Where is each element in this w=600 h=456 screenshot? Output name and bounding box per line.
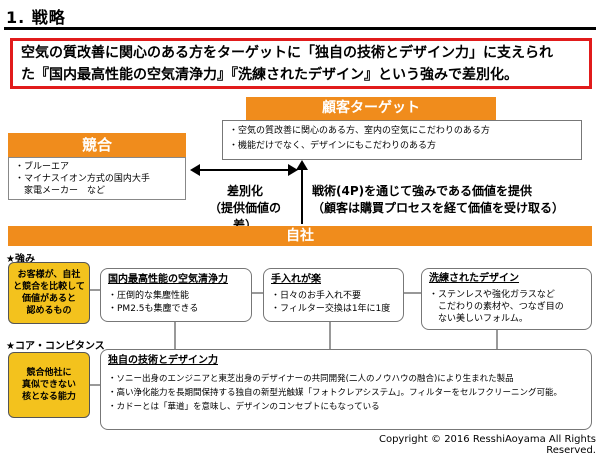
differentiation-line-1: 差別化: [226, 184, 263, 198]
headline-line-1: 空気の質改善に関心のある方をターゲットに「独自の技術とデザイン力」に支えられ: [21, 45, 553, 61]
competition-header: 競合: [8, 133, 186, 157]
value-delivery-line-1: 戦術(4P)を通じて強みである価値を提供: [312, 184, 532, 198]
headline-line-2: た『国内最高性能の空気清浄力』『洗練されたデザイン』という強みで差別化。: [21, 67, 518, 83]
strength-card-design: 洗練されたデザイン ・ステンレスや強化ガラスなど こだわりの素材や、つなぎ目の …: [421, 268, 592, 330]
strength-card-title: 洗練されたデザイン: [429, 273, 519, 284]
strengths-note-line: 認めるもの: [26, 306, 72, 316]
competition-box: ・ブルーエア ・マイナスイオン方式の国内大手 家電メーカー など: [8, 157, 186, 200]
copyright-text: Copyright © 2016 ResshiAoyama All Rights…: [378, 434, 596, 456]
strength-card-item: こだわりの素材や、つなぎ目の: [429, 302, 564, 312]
value-delivery-line-2: （顧客は購買プロセスを経て価値を受け取る）: [312, 201, 565, 215]
competitor-item: ・マイナスイオン方式の国内大手: [15, 174, 150, 184]
core-card-title: 独自の技術とデザイン力: [108, 355, 218, 366]
value-delivery-label: 戦術(4P)を通じて強みである価値を提供 （顧客は購買プロセスを経て価値を受け取…: [312, 183, 596, 217]
competitor-item: 家電メーカー など: [15, 186, 106, 196]
strength-card-item: ・圧倒的な集塵性能: [108, 291, 190, 301]
self-company-header: 自社: [8, 226, 592, 246]
core-competence-note: 競合他社に 真似できない 核となる能力: [8, 352, 90, 418]
customer-target-box: ・空気の質改善に関心のある方、室内の空気にこだわりのある方 ・機能だけでなく、デ…: [222, 120, 582, 160]
strength-card-item: ・PM2.5も集塵できる: [108, 304, 199, 314]
strength-card-easy-care: 手入れが楽 ・日々のお手入れ不要 ・フィルター交換は1年に1度: [263, 268, 404, 322]
core-competence-label: ★コア・コンピタンス: [6, 341, 105, 352]
competitor-item: ・ブルーエア: [15, 162, 70, 172]
core-note-line: 競合他社に: [26, 368, 72, 378]
strengths-note-line: お客様が、自社: [17, 270, 81, 280]
strength-card-air-purification: 国内最高性能の空気清浄力 ・圧倒的な集塵性能 ・PM2.5も集塵できる: [100, 268, 252, 322]
customer-item: ・空気の質改善に関心のある方、室内の空気にこだわりのある方: [229, 126, 490, 136]
strength-card-title: 手入れが楽: [271, 274, 321, 285]
strength-card-title: 国内最高性能の空気清浄力: [108, 274, 228, 285]
customer-item: ・機能だけでなく、デザインにもこだわりのある方: [229, 141, 437, 151]
strengths-note-line: 価値があると: [21, 294, 76, 304]
page-title: 1. 戦略: [6, 8, 66, 27]
headline-box: 空気の質改善に関心のある方をターゲットに「独自の技術とデザイン力」に支えられ た…: [10, 38, 592, 89]
customer-target-header: 顧客ターゲット: [246, 97, 496, 120]
core-card-item: ・高い浄化能力を長期間保持する独自の新型光触媒「フォトクレアシステム」。フィルタ…: [108, 388, 562, 398]
title-divider: [4, 27, 596, 30]
strengths-note: お客様が、自社 と競合を比較して 価値があると 認めるもの: [8, 262, 90, 324]
core-competence-card: 独自の技術とデザイン力 ・ソニー出身のエンジニアと東芝出身のデザイナーの共同開発…: [100, 349, 592, 430]
core-card-item: ・ソニー出身のエンジニアと東芝出身のデザイナーの共同開発(二人のノウハウの融合)…: [108, 374, 514, 384]
core-note-line: 真似できない: [21, 380, 76, 390]
strength-card-item: ない美しいフォルム。: [429, 314, 528, 324]
core-note-line: 核となる能力: [22, 392, 76, 402]
core-card-item: ・カドーとは「華道」を意味し、デザインのコンセプトにもなっている: [108, 402, 380, 412]
strength-card-item: ・ステンレスや強化ガラスなど: [429, 290, 555, 300]
strengths-label: ★強み: [6, 254, 35, 265]
strength-card-item: ・日々のお手入れ不要: [271, 291, 362, 301]
strength-card-item: ・フィルター交換は1年に1度: [271, 304, 391, 314]
strengths-note-line: と競合を比較して: [13, 282, 85, 292]
